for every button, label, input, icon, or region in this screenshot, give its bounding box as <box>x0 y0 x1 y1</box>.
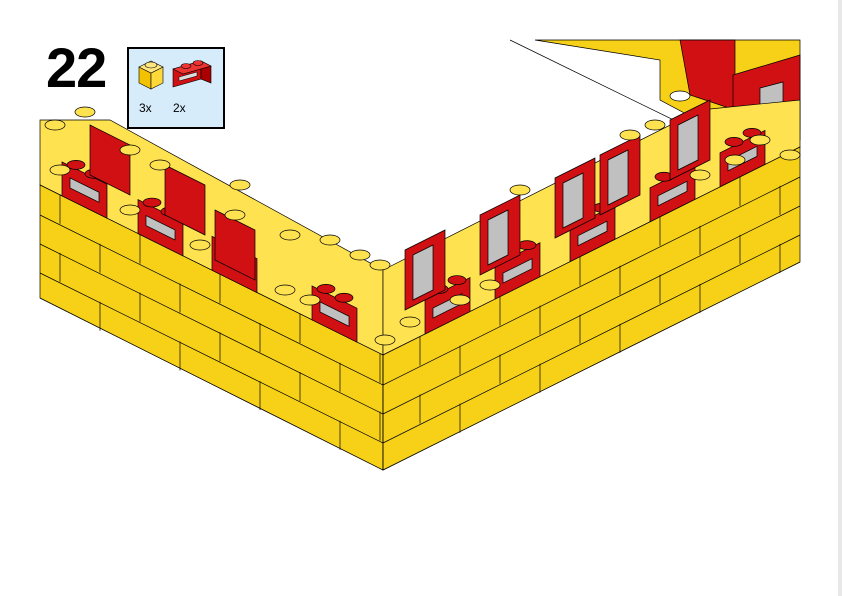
window-glass <box>607 149 629 206</box>
stud <box>619 129 641 141</box>
window-glass <box>677 114 699 171</box>
window-glass <box>145 215 176 241</box>
stud <box>724 137 744 147</box>
stud <box>449 294 471 306</box>
stud <box>517 240 537 250</box>
stud <box>447 275 467 285</box>
stud <box>224 209 246 221</box>
red-window-brick-icon <box>172 60 212 88</box>
brick-course-line <box>382 205 801 415</box>
stud <box>779 149 801 161</box>
window-glass <box>487 209 509 266</box>
red-window-brick <box>164 164 206 236</box>
stud <box>316 284 336 294</box>
brick-course-line <box>382 176 801 386</box>
window-glass <box>577 220 608 247</box>
window-glass <box>562 172 584 229</box>
stud <box>142 197 162 208</box>
brick-course-line <box>39 243 384 415</box>
stud <box>229 179 251 191</box>
stud <box>509 184 531 196</box>
stud <box>299 294 321 306</box>
stud <box>49 164 71 176</box>
stud <box>189 239 211 251</box>
red-window-brick <box>214 209 256 281</box>
stud <box>74 106 96 118</box>
stud <box>644 119 666 131</box>
window-glass <box>657 180 688 207</box>
stud <box>724 154 746 166</box>
yellow-brick-icon <box>138 60 164 90</box>
stud <box>349 249 371 261</box>
brick-course-line <box>382 234 801 444</box>
brick-course-line <box>39 214 384 386</box>
stud <box>399 316 421 328</box>
window-glass <box>502 258 533 284</box>
step-number: 22 <box>46 36 107 99</box>
stud <box>274 284 296 296</box>
stud <box>119 204 141 216</box>
stud <box>334 292 354 303</box>
stud <box>479 279 501 291</box>
parts-callout: 3x 2x <box>127 47 225 129</box>
stud <box>369 259 391 271</box>
window-glass <box>319 301 350 327</box>
yellow-brick-quantity: 3x <box>139 101 152 115</box>
stud <box>669 90 691 102</box>
red-window-brick <box>89 124 131 196</box>
stud <box>66 160 86 170</box>
window-glass <box>412 244 434 301</box>
red-brick-quantity: 2x <box>173 101 186 115</box>
stud <box>689 169 711 181</box>
stud <box>44 119 66 131</box>
brick-course-line <box>39 272 384 444</box>
window-glass <box>69 177 100 203</box>
stud <box>279 229 301 241</box>
stud <box>319 234 341 246</box>
stud <box>749 134 771 146</box>
parts-icons <box>138 60 212 90</box>
stud <box>119 144 141 156</box>
page-edge <box>838 0 842 596</box>
stud <box>149 159 171 171</box>
stud <box>374 334 396 346</box>
baseplate-edge <box>509 39 691 129</box>
